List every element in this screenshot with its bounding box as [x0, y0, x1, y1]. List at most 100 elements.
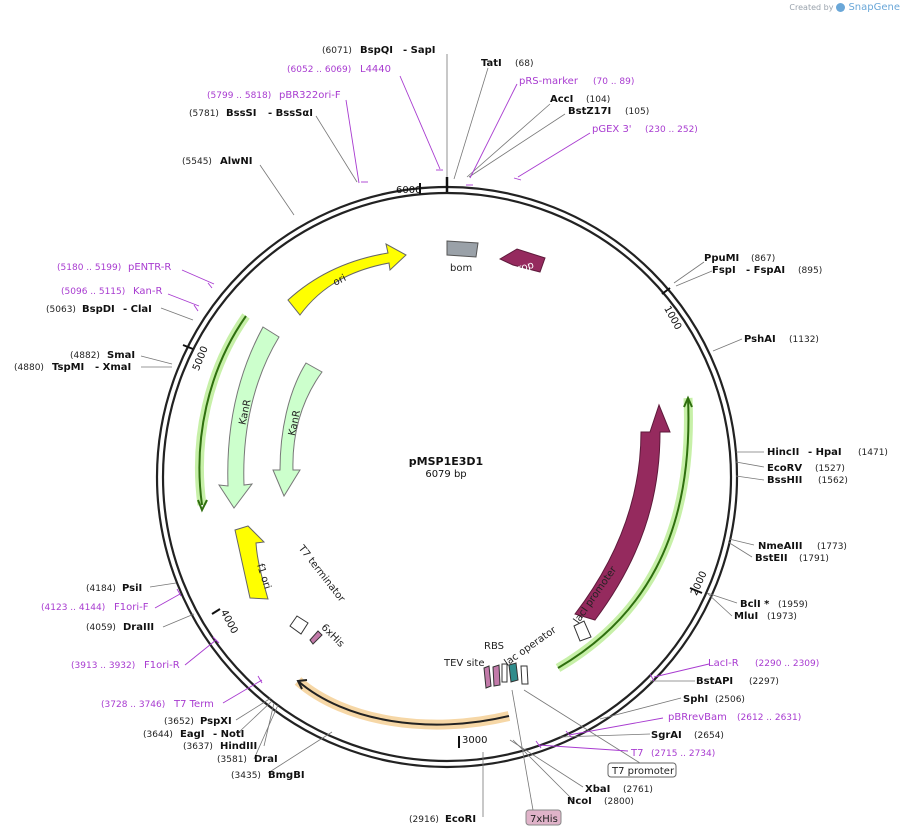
bmgbi-name: BmgBI [268, 770, 305, 781]
his7-box: 7xHis [525, 809, 562, 826]
kanr-name: Kan-R [133, 286, 162, 297]
eagi-pos: (3644) [143, 730, 173, 740]
tati-name: TatI [481, 58, 502, 69]
credit-brand: SnapGene [848, 2, 900, 13]
credit-prefix: Created by [789, 3, 834, 12]
psii-name: PsiI [122, 583, 142, 594]
feature-f1-ori: f1 ori [234, 525, 273, 600]
feature-laci-green [194, 313, 693, 672]
tspmi-name: TspMI [52, 362, 84, 373]
tev-site-label: TEV site [443, 658, 485, 669]
bsteii-pos: (1791) [799, 554, 829, 564]
drai-pos: (3581) [217, 755, 247, 765]
bsssi-name: BssSI [226, 108, 256, 119]
feature-bom: bom [446, 240, 479, 274]
hindiii-name: HindIII [220, 741, 257, 752]
draiii-pos: (4059) [86, 623, 116, 633]
ecorv-pos: (1527) [815, 464, 845, 474]
alwni-pos: (5545) [182, 157, 212, 167]
alwni-name: AlwNI [220, 156, 253, 167]
l4440-range: (6052 .. 6069) [287, 65, 351, 75]
laci-label: lacI [649, 524, 665, 544]
kanr-outer-label: KanR [238, 398, 254, 426]
xbai-name: XbaI [585, 784, 610, 795]
tick-label-3000: 3000 [462, 735, 487, 746]
bstz17i-name: BstZ17I [568, 106, 611, 117]
ecori-name: EcoRI [445, 814, 476, 825]
pentr-range: (5180 .. 5199) [57, 263, 121, 273]
l4440-name: L4440 [360, 64, 391, 75]
bcli-pos: (1959) [778, 600, 808, 610]
feature-rop: rop [498, 248, 546, 275]
psii-pos: (4184) [86, 584, 116, 594]
tick-label-4000: 4000 [218, 608, 240, 636]
ecorv-name: EcoRV [767, 463, 802, 474]
draiii-name: DraIII [123, 622, 154, 633]
bsshii-name: BssHII [767, 475, 802, 486]
noti-name: - NotI [213, 729, 244, 740]
snapgene-logo-icon [836, 3, 846, 12]
plasmid-size: 6079 bp [425, 469, 466, 480]
mlui-pos: (1973) [767, 612, 797, 622]
rop-label: rop [516, 260, 535, 275]
prs-range: (70 .. 89) [593, 77, 634, 87]
acci-name: AccI [550, 94, 573, 105]
bsssi-pos: (5781) [189, 109, 219, 119]
nmeaiii-pos: (1773) [817, 542, 847, 552]
lac-operator-label: lac operator [503, 624, 560, 668]
t7term-name: T7 Term [173, 699, 214, 710]
pgex-name: pGEX 3' [592, 124, 632, 135]
tati-pos: (68) [515, 59, 533, 69]
sgrai-pos: (2654) [694, 731, 724, 741]
t7term-range: (3728 .. 3746) [101, 700, 165, 710]
bstapi-name: BstAPI [696, 676, 733, 687]
enzyme-leaders [140, 54, 765, 817]
t7-name: T7 [630, 748, 643, 759]
bmgbi-pos: (3435) [231, 771, 261, 781]
feature-kanr-outer: KanR [218, 326, 280, 509]
t7-terminator-label: T7 terminator [295, 543, 347, 605]
laci-r-name: LacI-R [708, 658, 739, 669]
7xhis-label: 7xHis [530, 814, 558, 825]
ncoi-name: NcoI [567, 796, 592, 807]
nmeaiii-name: NmeAIII [758, 541, 802, 552]
bcli-name: BclI * [740, 599, 770, 610]
ppumi-name: PpuMI [704, 253, 739, 264]
xmai-name: - XmaI [95, 362, 131, 373]
ppumi-pos: (867) [751, 254, 775, 264]
pbr322-name: pBR322ori-F [279, 90, 341, 101]
feature-6xhis: 6xHis [309, 622, 346, 650]
bspdi-pos: (5063) [46, 305, 76, 315]
bsteii-name: BstEII [755, 553, 788, 564]
bspqi-pos: (6071) [322, 46, 352, 56]
hindiii-pos: (3637) [183, 742, 213, 752]
fspi-pos: (895) [798, 266, 822, 276]
sphi-name: SphI [683, 694, 708, 705]
smai-pos: (4882) [70, 351, 100, 361]
rbs-label: RBS [484, 641, 504, 652]
bstapi-pos: (2297) [749, 677, 779, 687]
feature-orange [294, 677, 511, 730]
plasmid-name: pMSP1E3D1 [409, 455, 483, 468]
kanr-inner-label: KanR [287, 409, 303, 437]
kanr-range: (5096 .. 5115) [61, 287, 125, 297]
pbrrevbam-name: pBRrevBam [668, 712, 727, 723]
ori-label: ori [331, 273, 348, 289]
f1orir-name: F1ori-R [144, 660, 180, 671]
f1orif-range: (4123 .. 4144) [41, 603, 105, 613]
hincii-pos: (1471) [858, 448, 888, 458]
acci-pos: (104) [586, 95, 610, 105]
pgex-range: (230 .. 252) [645, 125, 698, 135]
t7-promoter-label: T7 promoter [611, 766, 675, 777]
eagi-name: EagI [180, 729, 204, 740]
prs-name: pRS-marker [519, 76, 579, 87]
smai-name: SmaI [107, 350, 135, 361]
tick-label-6000: 6000 [396, 185, 421, 196]
enzyme-labels: (6071) BspQI - SapI TatI (68) AccI (104)… [14, 45, 888, 825]
pspxi-name: PspXI [200, 716, 232, 727]
pentr-name: pENTR-R [128, 262, 171, 273]
ecori-pos: (2916) [409, 815, 439, 825]
fspai-name: - FspAI [746, 265, 785, 276]
feature-t7-terminator: T7 terminator [289, 543, 347, 635]
